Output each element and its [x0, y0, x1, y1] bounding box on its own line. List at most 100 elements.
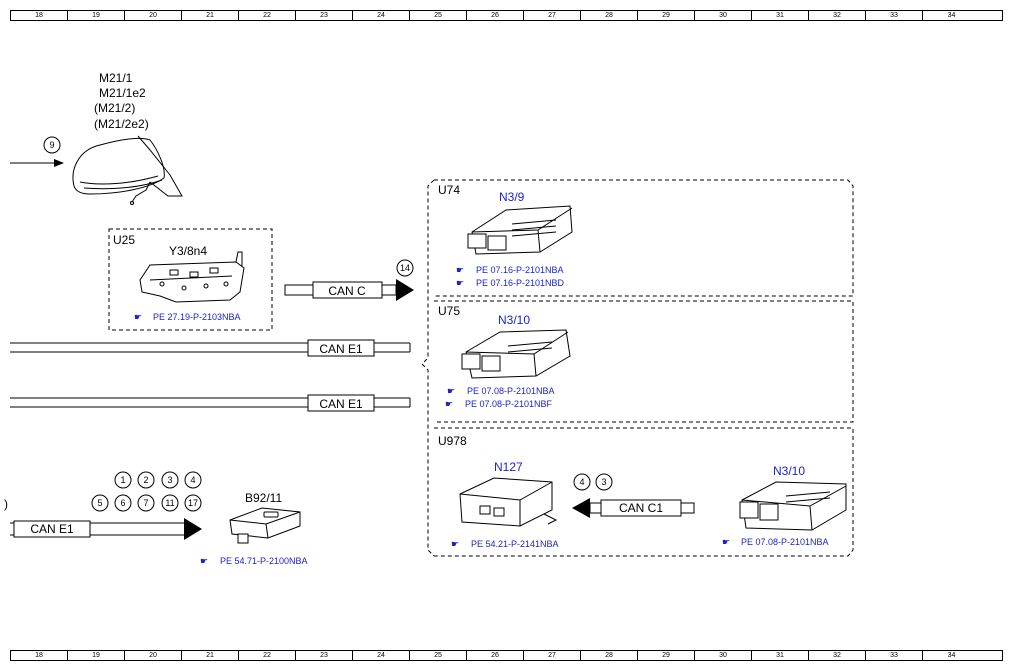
- ruler-cell: 33: [866, 651, 923, 660]
- component-code: N3/10: [498, 313, 530, 327]
- ruler-cell: 27: [524, 651, 581, 660]
- ruler-cell: 32: [809, 11, 866, 20]
- module-bracket: [421, 179, 435, 557]
- bus-label: CAN C1: [619, 501, 663, 515]
- reference-link[interactable]: PE 07.08-P-2101NBA: [467, 386, 555, 396]
- ruler-cell: 22: [239, 11, 296, 20]
- ruler-cell: 22: [239, 651, 296, 660]
- reference-entry[interactable]: ☛ PE 54.71-P-2100NBA: [200, 556, 308, 566]
- ruler-cell: 34: [947, 12, 956, 19]
- reference-link[interactable]: PE 07.16-P-2101NBD: [476, 278, 565, 288]
- hand-pointer-icon: ☛: [456, 265, 464, 275]
- group-label: U74: [438, 183, 460, 197]
- connector-number: 4: [190, 475, 195, 485]
- ruler-cell: 23: [296, 11, 353, 20]
- reference-link[interactable]: PE 07.08-P-2101NBF: [465, 399, 553, 409]
- group-u74[interactable]: U74 N3/9 ☛ PE 07.16-P-2101NBA ☛ PE 07.16…: [434, 179, 854, 297]
- mirror-code: (M21/2e2): [94, 117, 149, 131]
- connector-number: 17: [188, 498, 198, 508]
- mirror-input-arrow: 9: [10, 136, 64, 167]
- connector-circle: [184, 494, 202, 512]
- sensor-module-icon: [229, 507, 301, 544]
- connector-number: 7: [143, 498, 148, 508]
- connector-number: 9: [49, 140, 54, 150]
- reference-link[interactable]: PE 54.21-P-2141NBA: [471, 539, 559, 549]
- bottom-left-connectors: ) 1 2 3 4 5 6 7 11 17: [4, 471, 202, 512]
- ruler-cell: 31: [752, 651, 809, 660]
- top-grid-ruler: 18 19 20 21 22 23 24 25 26 27 28 29 30 3…: [10, 10, 1003, 21]
- can-e1-bus[interactable]: CAN E1: [10, 394, 411, 412]
- group-u978[interactable]: U978 N127 ☛ PE 54.21-P-2141NBA CAN C1 4 …: [434, 427, 854, 557]
- engine-ecu-icon: [467, 205, 573, 255]
- can-c-bus[interactable]: CAN C 14: [284, 259, 414, 301]
- partial-circle: ): [4, 497, 8, 511]
- component-code: Y3/8n4: [169, 244, 207, 258]
- hand-pointer-icon: ☛: [445, 399, 453, 409]
- reference-link[interactable]: PE 54.71-P-2100NBA: [220, 556, 308, 566]
- connector-number: 14: [400, 263, 410, 273]
- hand-pointer-icon: ☛: [447, 386, 455, 396]
- ruler-cell: 20: [125, 651, 182, 660]
- engine-ecu-icon: [461, 329, 571, 379]
- side-mirror-icon: [72, 135, 183, 205]
- hand-pointer-icon: ☛: [200, 556, 208, 566]
- ruler-cell: 28: [581, 651, 638, 660]
- ruler-cell: 33: [866, 11, 923, 20]
- reference-link[interactable]: PE 07.16-P-2101NBA: [476, 265, 564, 275]
- reference-entry[interactable]: ☛ PE 54.21-P-2141NBA: [451, 539, 559, 549]
- connector-number: 2: [143, 475, 148, 485]
- component-code: N3/9: [499, 190, 525, 204]
- reference-link[interactable]: PE 27.19-P-2103NBA: [153, 312, 241, 322]
- can-e1-bus-bottom[interactable]: CAN E1: [10, 518, 202, 540]
- hand-pointer-icon: ☛: [722, 537, 730, 547]
- hand-pointer-icon: ☛: [451, 539, 459, 549]
- ruler-cell: 30: [695, 11, 752, 20]
- reference-entry[interactable]: ☛ PE 07.08-P-2101NBF: [445, 399, 553, 409]
- connector-circle: [114, 471, 132, 489]
- ruler-cell: 34: [947, 652, 956, 659]
- component-b92-11[interactable]: B92/11 ☛ PE 54.71-P-2100NBA: [200, 491, 308, 566]
- connector-number: 4: [579, 477, 584, 487]
- control-module-icon: [459, 477, 558, 527]
- ruler-cell: 20: [125, 11, 182, 20]
- mirror-component[interactable]: M21/1 M21/1e2 (M21/2) (M21/2e2): [72, 71, 183, 205]
- reference-entry[interactable]: ☛ PE 07.16-P-2101NBA: [456, 265, 564, 275]
- ruler-cell: 26: [467, 11, 524, 20]
- connector-circle: [137, 494, 155, 512]
- group-u75[interactable]: U75 N3/10 ☛ PE 07.08-P-2101NBA ☛ PE 07.0…: [434, 300, 854, 423]
- can-e1-bus[interactable]: CAN E1: [10, 339, 411, 357]
- ruler-cell: 27: [524, 11, 581, 20]
- ruler-cell: 18: [11, 11, 68, 20]
- connector-circle: [137, 471, 155, 489]
- ruler-cell: 32: [809, 651, 866, 660]
- reference-entry[interactable]: ☛ PE 07.08-P-2101NBA: [447, 386, 555, 396]
- can-c1-bus[interactable]: CAN C1 4 3: [572, 473, 695, 518]
- connector-number: 3: [167, 475, 172, 485]
- mirror-code: (M21/2): [94, 101, 135, 115]
- reference-entry[interactable]: ☛ PE 27.19-P-2103NBA: [134, 312, 241, 322]
- ruler-cell: 24: [353, 651, 410, 660]
- reference-entry[interactable]: ☛ PE 07.08-P-2101NBA: [722, 537, 829, 547]
- bus-label: CAN E1: [30, 522, 74, 536]
- connector-number: 1: [120, 475, 125, 485]
- hand-pointer-icon: ☛: [456, 278, 464, 288]
- connector-circle: [573, 473, 591, 491]
- connector-circle: [184, 471, 202, 489]
- bus-label: CAN C: [328, 284, 366, 298]
- ruler-cell: 24: [353, 11, 410, 20]
- bus-label: CAN E1: [319, 342, 363, 356]
- ruler-cell: 21: [182, 11, 239, 20]
- reference-entry[interactable]: ☛ PE 07.16-P-2101NBD: [456, 278, 565, 288]
- group-label: U25: [113, 233, 135, 247]
- reference-link[interactable]: PE 07.08-P-2101NBA: [741, 537, 829, 547]
- component-code: N127: [494, 460, 523, 474]
- connector-circle: [595, 473, 613, 491]
- component-code: N3/10: [773, 464, 805, 478]
- connector-circle: [396, 259, 414, 277]
- group-u25[interactable]: U25 Y3/8n4 ☛ PE 27.19-P-2103NBA: [108, 228, 273, 331]
- bus-label: CAN E1: [319, 397, 363, 411]
- connector-number: 11: [165, 498, 174, 508]
- ruler-cell: 26: [467, 651, 524, 660]
- ruler-cell: 28: [581, 11, 638, 20]
- ruler-cell: 29: [638, 11, 695, 20]
